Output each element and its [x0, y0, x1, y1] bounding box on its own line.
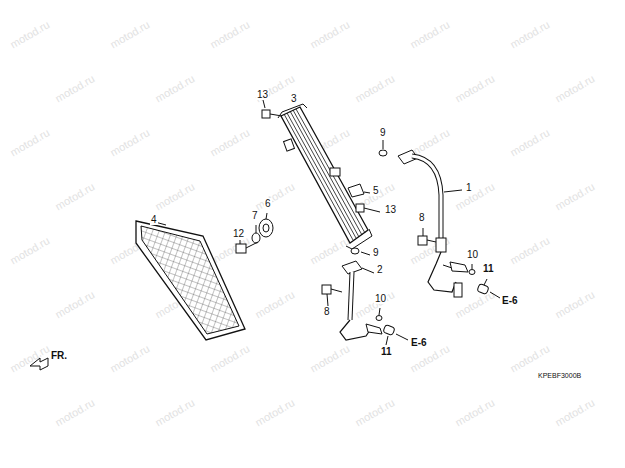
watermark: motod.ru: [308, 342, 352, 374]
watermark: motod.ru: [208, 342, 252, 374]
callout-number: 5: [372, 185, 380, 196]
callout-number: 6: [264, 198, 272, 209]
watermark: motod.ru: [8, 234, 52, 266]
watermark: motod.ru: [453, 72, 497, 104]
callout-number: 4: [150, 214, 158, 225]
watermark: motod.ru: [153, 72, 197, 104]
watermark: motod.ru: [153, 396, 197, 428]
watermark: motod.ru: [108, 342, 152, 374]
callout-number: 8: [323, 306, 331, 317]
watermark: motod.ru: [308, 234, 352, 266]
watermark: motod.ru: [8, 18, 52, 50]
callout-number: 2: [376, 264, 384, 275]
watermark: motod.ru: [53, 288, 97, 320]
callout-number: 7: [251, 210, 259, 221]
callout-number: 11: [482, 263, 495, 274]
diagram-code: KPEBF3000B: [537, 370, 582, 381]
watermark: motod.ru: [508, 234, 552, 266]
callout-number: 13: [256, 89, 269, 100]
callout-number: 9: [379, 127, 387, 138]
callout-number: 9: [372, 247, 380, 258]
fig-ref: E-6: [410, 337, 428, 348]
callout-number: 8: [418, 212, 426, 223]
watermark: motod.ru: [353, 72, 397, 104]
watermark: motod.ru: [53, 180, 97, 212]
watermark: motod.ru: [408, 18, 452, 50]
watermark: motod.ru: [108, 126, 152, 158]
watermark: motod.ru: [153, 180, 197, 212]
watermark: motod.ru: [553, 288, 597, 320]
watermark: motod.ru: [8, 342, 52, 374]
callout-number: 10: [374, 293, 387, 304]
watermark: motod.ru: [253, 180, 297, 212]
watermark: motod.ru: [453, 180, 497, 212]
callout-number: 10: [466, 249, 479, 260]
callout-number: 3: [290, 93, 298, 104]
watermark: motod.ru: [53, 72, 97, 104]
front-indicator: FR.: [50, 350, 68, 361]
watermark: motod.ru: [353, 396, 397, 428]
callout-number: 11: [380, 346, 393, 357]
watermark: motod.ru: [53, 396, 97, 428]
watermark: motod.ru: [208, 18, 252, 50]
watermark: motod.ru: [508, 126, 552, 158]
watermark: motod.ru: [208, 126, 252, 158]
watermark: motod.ru: [453, 396, 497, 428]
callout-number: 13: [384, 204, 397, 215]
watermark: motod.ru: [553, 396, 597, 428]
watermark: motod.ru: [8, 126, 52, 158]
watermark: motod.ru: [253, 396, 297, 428]
watermark: motod.ru: [253, 288, 297, 320]
watermark: motod.ru: [308, 18, 352, 50]
watermark: motod.ru: [508, 18, 552, 50]
fig-ref: E-6: [501, 295, 519, 306]
callout-number: 12: [232, 228, 245, 239]
watermark: motod.ru: [108, 18, 152, 50]
watermark: motod.ru: [553, 180, 597, 212]
callout-number: 1: [465, 182, 473, 193]
watermark: motod.ru: [553, 72, 597, 104]
